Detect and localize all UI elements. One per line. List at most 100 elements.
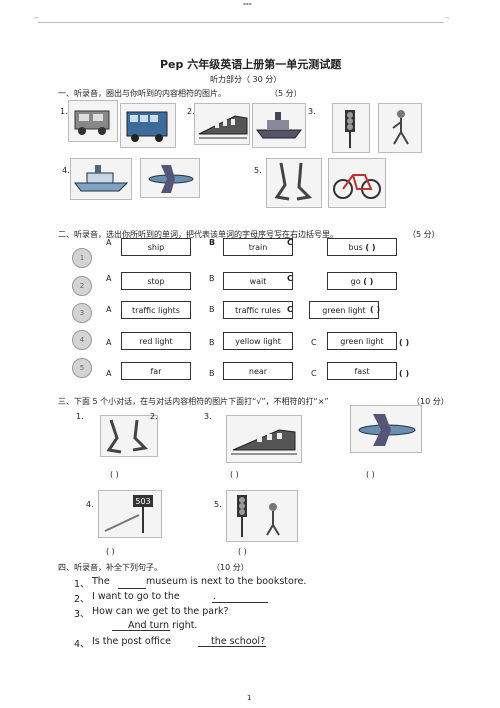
row3-label-a: A [106,305,112,314]
s3-paren-5[interactable]: ( ) [238,547,247,556]
section3-heading: 三、下面 5 个小对话，在与对话内容相符的图片下面打“√”，不相符的打“×” [58,397,329,406]
row2-label-c: C [287,274,293,283]
row2-c-text: go [350,277,361,286]
boat-picture[interactable] [70,158,132,200]
row3-option-a[interactable]: traffic lights [121,301,191,319]
row2-option-a[interactable]: stop [121,272,191,290]
row1-label-c: C [287,238,293,247]
row3-option-b[interactable]: traffic rules [223,301,293,319]
row4-num-circle: 4 [72,330,92,350]
rule-right-mark: ¬ [444,15,450,22]
row2-label-a: A [106,274,112,283]
sentence-2-blank[interactable] [212,584,268,603]
rule-left-mark: ⌐ [34,15,40,22]
page-number: 1 [247,694,252,702]
row4-option-c[interactable]: green light [327,332,397,350]
s1-num-5: 5. [254,166,262,175]
sentence-4-blank[interactable] [198,634,266,647]
sentence-2-pre: I want to go to the [92,591,180,602]
s3-paren-2[interactable]: ( ) [230,470,239,479]
sentence-2-post: . [213,591,217,602]
s3-traffic-light-picture[interactable] [226,490,298,542]
s3-train-picture[interactable] [226,415,302,463]
row4-option-b[interactable]: yellow light [223,332,293,350]
section3-score: （10 分） [412,397,449,406]
s3-paren-4[interactable]: ( ) [106,547,115,556]
page-title: Pep 六年级英语上册第一单元测试题 [160,58,342,71]
sentence-3-pre: How can we get to the park? [92,606,229,617]
top-rule [38,22,444,23]
plane-picture[interactable] [140,158,200,198]
ship-picture[interactable] [252,103,306,148]
row3-num-circle: 3 [72,303,92,323]
car-picture[interactable] [68,100,118,142]
sentence-4-pre: Is the post office [92,636,171,647]
row1-answer-paren[interactable]: ( ) [365,243,376,252]
row1-label-a: A [106,238,112,247]
s1-num-1: 1. [60,107,68,116]
header-marks: --- [243,0,252,8]
row5-answer-paren[interactable]: ( ) [399,369,410,378]
sentence-1-post: museum is next to the bookstore. [146,576,307,587]
row4-option-a[interactable]: red light [121,332,191,350]
row5-label-c: C [311,369,317,378]
row5-option-b[interactable]: near [223,362,293,380]
s3-num-3: 3. [204,412,212,421]
row4-answer-paren[interactable]: ( ) [399,338,410,347]
row1-option-b[interactable]: train [223,238,293,256]
s3-paren-1[interactable]: ( ) [110,470,119,479]
sentence-4-post: the school? [211,636,266,647]
s1-num-2: 2. [187,107,195,116]
row5-option-c[interactable]: fast [327,362,397,380]
row4-label-c: C [311,338,317,347]
sentence-1-blank[interactable] [118,578,146,589]
row5-label-b: B [209,369,215,378]
train-picture[interactable] [194,103,250,145]
sentence-3b-text: And turn right. [128,620,198,631]
sentence-4-num: 4、 [74,639,90,650]
row2-num-circle: 2 [72,276,92,296]
row5-option-a[interactable]: far [121,362,191,380]
row2-label-b: B [209,274,215,283]
row3-answer-paren[interactable]: ( ) [370,305,381,314]
row5-label-a: A [106,369,112,378]
s3-num-4: 4. [86,500,94,509]
row1-option-a[interactable]: ship [121,238,191,256]
section4-score: （10 分） [212,563,249,572]
row2-answer-paren[interactable]: ( ) [363,277,374,286]
s3-bus-stop-picture[interactable]: 503 [98,490,162,538]
row3-label-c: C [287,305,293,314]
row2-option-c[interactable]: go ( ) [327,272,397,290]
crossing-man-picture[interactable] [378,103,422,153]
bus-stop-sign-number: 503 [135,497,150,506]
s3-plane-picture[interactable] [350,405,422,453]
section2-heading: 二、听录音，选出你所听到的单词，把代表该单词的字母序号写在右边括号里。 [58,230,338,239]
s3-num-1: 1. [76,412,84,421]
s3-paren-3[interactable]: ( ) [366,470,375,479]
sentence-3-num: 3、 [74,609,90,620]
row1-option-c[interactable]: bus ( ) [327,238,397,256]
row4-label-b: B [209,338,215,347]
s3-num-5: 5. [214,500,222,509]
sentence-2-num: 2、 [74,594,90,605]
s3-walking-picture[interactable] [100,415,158,457]
row1-num-circle: 1 [72,248,92,268]
row4-label-a: A [106,338,112,347]
section2-score: （5 分） [408,230,440,239]
sentence-1-num: 1、 [74,579,90,590]
s3-num-2: 2. [150,412,158,421]
traffic-light-picture-1[interactable] [332,103,370,153]
section1-score: （5 分） [270,89,302,98]
section1-heading: 一、听录音，圈出与你听到的内容相符的图片。 [58,89,226,98]
sentence-3-blank[interactable] [112,620,170,631]
s1-num-3: 3. [308,107,316,116]
walking-picture[interactable] [266,158,322,208]
row1-c-text: bus [348,243,363,252]
row3-option-c[interactable]: green light [309,301,379,319]
row2-option-b[interactable]: wait [223,272,293,290]
bike-picture[interactable] [328,158,386,208]
row1-label-b: B [209,238,216,247]
s1-num-4: 4. [62,166,70,175]
section4-heading: 四、听录音，补全下列句子。 [58,563,162,572]
bus-picture[interactable] [120,103,176,148]
